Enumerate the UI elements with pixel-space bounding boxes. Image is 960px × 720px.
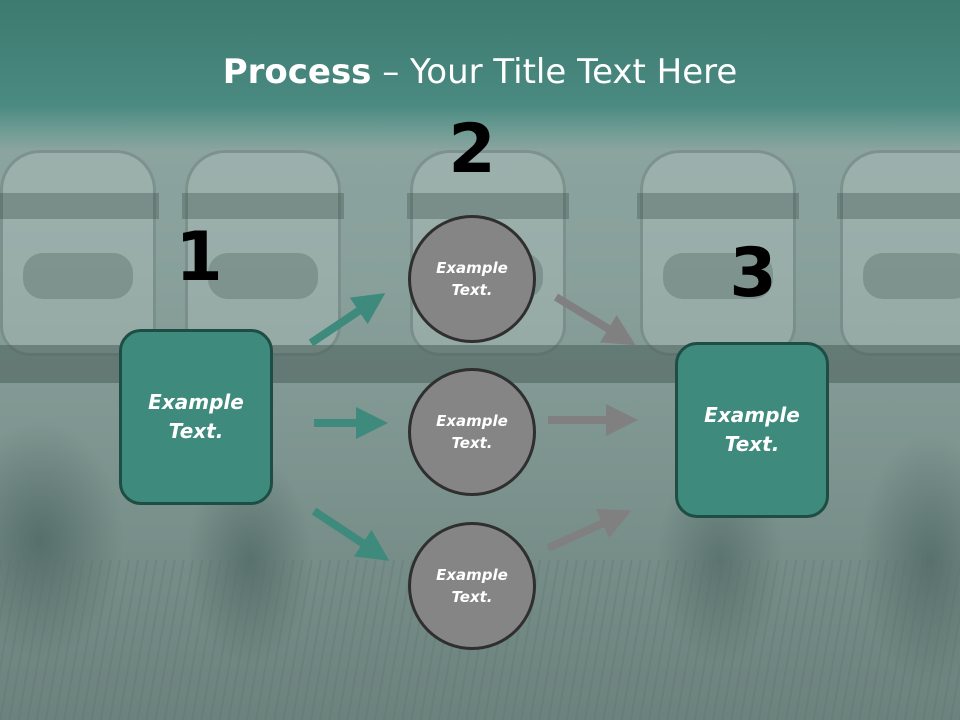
step-3-box-line1: Example xyxy=(704,403,800,427)
title-banner xyxy=(0,0,960,150)
step-number-3: 3 xyxy=(729,234,777,313)
step-3-box-line2: Text. xyxy=(724,432,780,456)
arrow-to-circle-1 xyxy=(308,293,386,347)
background-mask-shape xyxy=(182,150,344,356)
step-1-box-line1: Example xyxy=(148,390,244,414)
arrow-from-circle-1 xyxy=(553,293,636,346)
arrow-to-circle-3 xyxy=(311,507,390,561)
background-mask-shape xyxy=(837,150,960,356)
step-number-1: 1 xyxy=(175,218,223,297)
circle-3-line2: Text. xyxy=(451,588,493,606)
title-bold: Process xyxy=(222,52,372,92)
step-number-2: 2 xyxy=(448,110,496,189)
step-1-box-line2: Text. xyxy=(168,419,224,443)
arrow-from-circle-3 xyxy=(546,508,632,552)
circle-2-line2: Text. xyxy=(451,434,493,452)
circle-1-line1: Example xyxy=(436,258,508,277)
circle-3-line1: Example xyxy=(436,565,508,584)
background-mask-shape xyxy=(0,150,159,356)
title-rest: – Your Title Text Here xyxy=(371,52,738,92)
circle-2-line1: Example xyxy=(436,411,508,430)
slide-title: Process – Your Title Text Here xyxy=(0,52,960,92)
circle-1-line2: Text. xyxy=(451,281,493,299)
